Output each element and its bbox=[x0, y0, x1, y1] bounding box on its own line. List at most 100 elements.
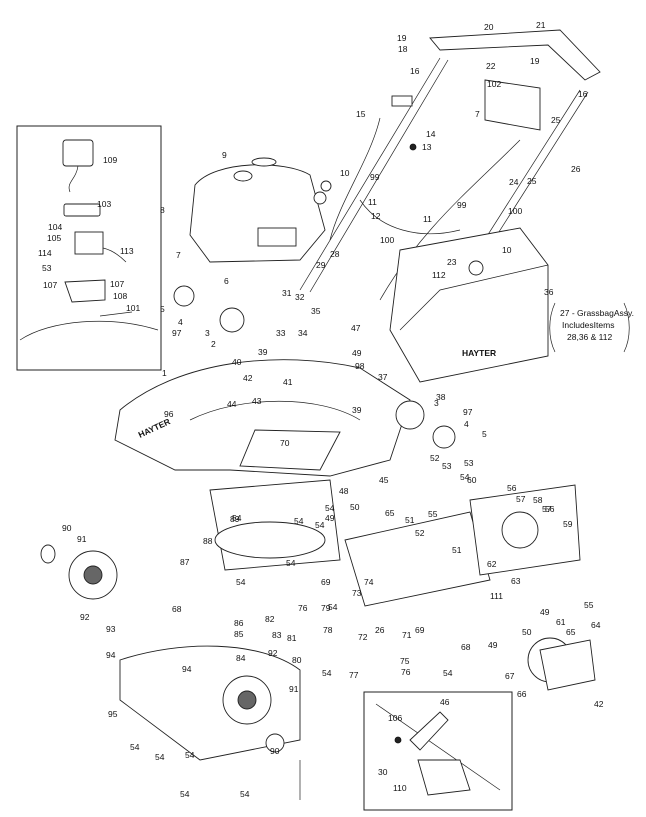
part-label-56b: 56 bbox=[545, 504, 555, 514]
part-label-77: 77 bbox=[349, 670, 359, 680]
gear-right bbox=[395, 400, 425, 430]
roller-assembly bbox=[344, 484, 596, 691]
cable-clip bbox=[391, 95, 413, 107]
part-label-64: 64 bbox=[591, 620, 601, 630]
knob-mid bbox=[320, 180, 332, 192]
grassbag-frame bbox=[399, 264, 549, 331]
part-label-95: 95 bbox=[108, 709, 118, 719]
part-label-82: 82 bbox=[265, 614, 275, 624]
handle-control-box bbox=[484, 79, 541, 131]
blade-disc bbox=[214, 521, 326, 559]
lever-inset bbox=[363, 691, 513, 811]
lever-arm bbox=[409, 711, 449, 751]
part-label-53c: 53 bbox=[42, 263, 52, 273]
part-label-35: 35 bbox=[311, 306, 321, 316]
part-label-33: 33 bbox=[276, 328, 286, 338]
note-line-2: IncludesItems bbox=[562, 320, 614, 330]
part-label-92: 92 bbox=[80, 612, 90, 622]
handle-top-bar bbox=[429, 29, 601, 81]
part-label-76: 76 bbox=[298, 603, 308, 613]
part-label-49d: 49 bbox=[540, 607, 550, 617]
part-label-105: 105 bbox=[47, 233, 61, 243]
drive-cable bbox=[379, 139, 521, 301]
charger-cable bbox=[68, 165, 79, 193]
part-label-94: 94 bbox=[106, 650, 116, 660]
part-label-56: 56 bbox=[507, 483, 517, 493]
part-label-36: 36 bbox=[544, 287, 554, 297]
part-label-14: 14 bbox=[426, 129, 436, 139]
deck-body bbox=[114, 359, 411, 477]
throttle-cable bbox=[329, 117, 381, 241]
wheels bbox=[40, 544, 285, 753]
part-label-101: 101 bbox=[126, 303, 140, 313]
part-label-8: 8 bbox=[160, 205, 165, 215]
part-label-93: 93 bbox=[106, 624, 116, 634]
part-label-54l: 54 bbox=[240, 789, 250, 799]
part-label-21: 21 bbox=[536, 20, 546, 30]
part-label-10: 10 bbox=[340, 168, 350, 178]
knob-right bbox=[468, 260, 484, 276]
part-label-52: 52 bbox=[430, 453, 440, 463]
part-label-40: 40 bbox=[232, 357, 242, 367]
part-label-25: 25 bbox=[551, 115, 561, 125]
part-label-6: 6 bbox=[224, 276, 229, 286]
part-label-81: 81 bbox=[287, 633, 297, 643]
tray-strap bbox=[99, 311, 133, 317]
part-label-91: 91 bbox=[77, 534, 87, 544]
part-label-60: 60 bbox=[467, 475, 477, 485]
part-label-49: 49 bbox=[352, 348, 362, 358]
part-label-55: 55 bbox=[428, 509, 438, 519]
bolt-13 bbox=[409, 143, 417, 151]
part-label-62: 62 bbox=[487, 559, 497, 569]
part-label-1: 1 bbox=[162, 368, 167, 378]
part-label-71: 71 bbox=[402, 630, 412, 640]
note-line-1: 27 - GrassbagAssy. bbox=[560, 308, 634, 318]
rear-wheel-hub bbox=[237, 690, 257, 710]
lever-rod bbox=[375, 703, 501, 791]
pulley-left bbox=[173, 285, 195, 307]
part-label-90b: 90 bbox=[270, 746, 280, 756]
part-label-96: 96 bbox=[164, 409, 174, 419]
part-label-49c: 49 bbox=[488, 640, 498, 650]
grass-bag: HAYTER bbox=[389, 227, 549, 383]
part-label-72: 72 bbox=[358, 632, 368, 642]
part-label-4b: 4 bbox=[464, 419, 469, 429]
part-label-97b: 97 bbox=[463, 407, 473, 417]
part-label-75: 75 bbox=[400, 656, 410, 666]
part-label-102: 102 bbox=[487, 79, 501, 89]
part-label-74: 74 bbox=[364, 577, 374, 587]
part-label-91b: 91 bbox=[289, 684, 299, 694]
front-wheel-hub bbox=[83, 565, 103, 585]
grassbag-body bbox=[389, 227, 549, 383]
part-label-13: 13 bbox=[422, 142, 432, 152]
gear-left bbox=[219, 307, 245, 333]
part-label-24: 24 bbox=[509, 177, 519, 187]
part-label-54c: 54 bbox=[286, 558, 296, 568]
part-label-3: 3 bbox=[205, 328, 210, 338]
engine-body bbox=[189, 164, 326, 263]
part-labels: 1 2 3 3 4 4 5 5 6 7 7 8 9 10 10 11 11 12… bbox=[38, 20, 604, 799]
part-label-3b: 3 bbox=[434, 398, 439, 408]
part-label-57: 57 bbox=[516, 494, 526, 504]
part-label-110: 110 bbox=[393, 783, 407, 793]
part-label-90: 90 bbox=[62, 523, 72, 533]
lever-spring bbox=[394, 736, 402, 744]
part-label-106: 106 bbox=[388, 713, 402, 723]
part-label-114: 114 bbox=[38, 248, 52, 258]
part-label-68: 68 bbox=[172, 604, 182, 614]
part-label-38: 38 bbox=[436, 392, 446, 402]
part-label-65b: 65 bbox=[566, 627, 576, 637]
part-label-18: 18 bbox=[398, 44, 408, 54]
part-label-26: 26 bbox=[571, 164, 581, 174]
part-label-100: 100 bbox=[380, 235, 394, 245]
part-label-47: 47 bbox=[351, 323, 361, 333]
part-label-69b: 69 bbox=[415, 625, 425, 635]
part-label-78: 78 bbox=[323, 625, 333, 635]
part-label-58: 58 bbox=[533, 495, 543, 505]
part-label-48: 48 bbox=[339, 486, 349, 496]
part-label-44: 44 bbox=[227, 399, 237, 409]
part-label-111: 111 bbox=[490, 591, 503, 601]
part-label-5b: 5 bbox=[482, 429, 487, 439]
part-label-76b: 76 bbox=[401, 667, 411, 677]
part-label-31: 31 bbox=[282, 288, 292, 298]
